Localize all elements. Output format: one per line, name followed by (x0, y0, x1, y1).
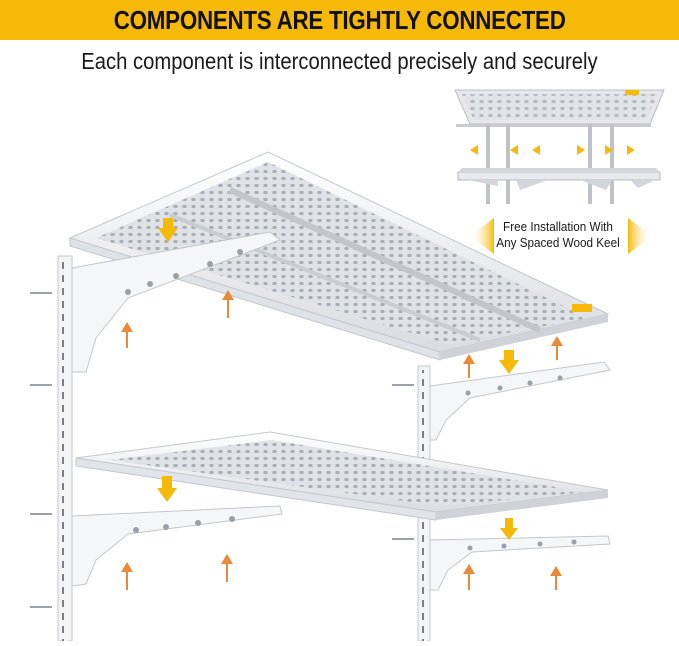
bracket-upper-left (71, 231, 281, 373)
arrow-left-yellow-icon (470, 218, 494, 254)
bracket-lower-right (429, 535, 611, 591)
arrow-up-orange-icon (551, 336, 563, 360)
yellow-down-arrows (157, 218, 519, 540)
page-subtitle: Each component is interconnected precise… (81, 47, 598, 74)
inset-overhead-rack (454, 89, 665, 204)
inset-caption-line1: Free Installation With (503, 219, 613, 234)
arrow-down-yellow-icon (158, 218, 178, 242)
arrow-right-yellow-icon (628, 218, 652, 254)
arrow-up-orange-icon (121, 562, 133, 590)
inset-caption-line2: Any Spaced Wood Keel (496, 235, 620, 250)
bracket-lower-left (71, 505, 283, 587)
arrow-down-yellow-icon (499, 350, 519, 374)
mounting-screws (30, 292, 414, 608)
header-banner: COMPONENTS ARE TIGHTLY CONNECTED (0, 0, 679, 40)
subtitle-row: Each component is interconnected precise… (0, 44, 679, 78)
arrow-up-orange-icon (121, 322, 133, 348)
arrow-up-orange-icon (463, 354, 475, 378)
inset-caption: Free Installation With Any Spaced Wood K… (495, 219, 621, 251)
bracket-upper-right (429, 361, 611, 441)
arrow-up-orange-icon (221, 554, 233, 582)
wall-standard-left (57, 255, 73, 642)
arrow-down-yellow-icon (157, 476, 177, 502)
page-title: COMPONENTS ARE TIGHTLY CONNECTED (113, 4, 566, 35)
arrow-up-orange-icon (222, 290, 234, 318)
arrow-down-yellow-icon (500, 518, 518, 540)
orange-up-arrows (121, 290, 563, 590)
arrow-up-orange-icon (550, 566, 562, 590)
lower-shelf (75, 431, 609, 521)
arrow-up-orange-icon (463, 564, 475, 590)
